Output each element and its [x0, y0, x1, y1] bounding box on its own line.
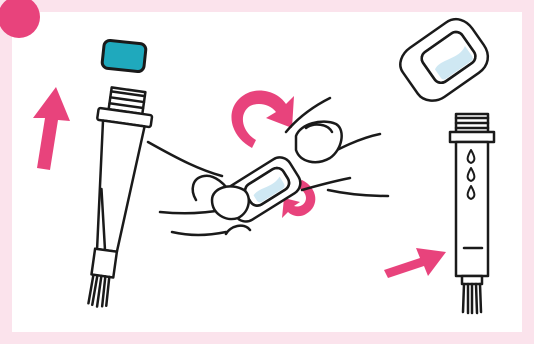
teal-cap — [102, 40, 147, 72]
right-arrow-icon — [384, 248, 446, 278]
swab-tube-open — [71, 86, 155, 310]
swab-tube-with-fluid — [450, 114, 494, 313]
rotate-arrow-icon — [231, 91, 294, 149]
hands-twisting-capsule — [148, 91, 388, 236]
open-capsule — [394, 12, 496, 108]
up-arrow-icon — [33, 87, 70, 170]
